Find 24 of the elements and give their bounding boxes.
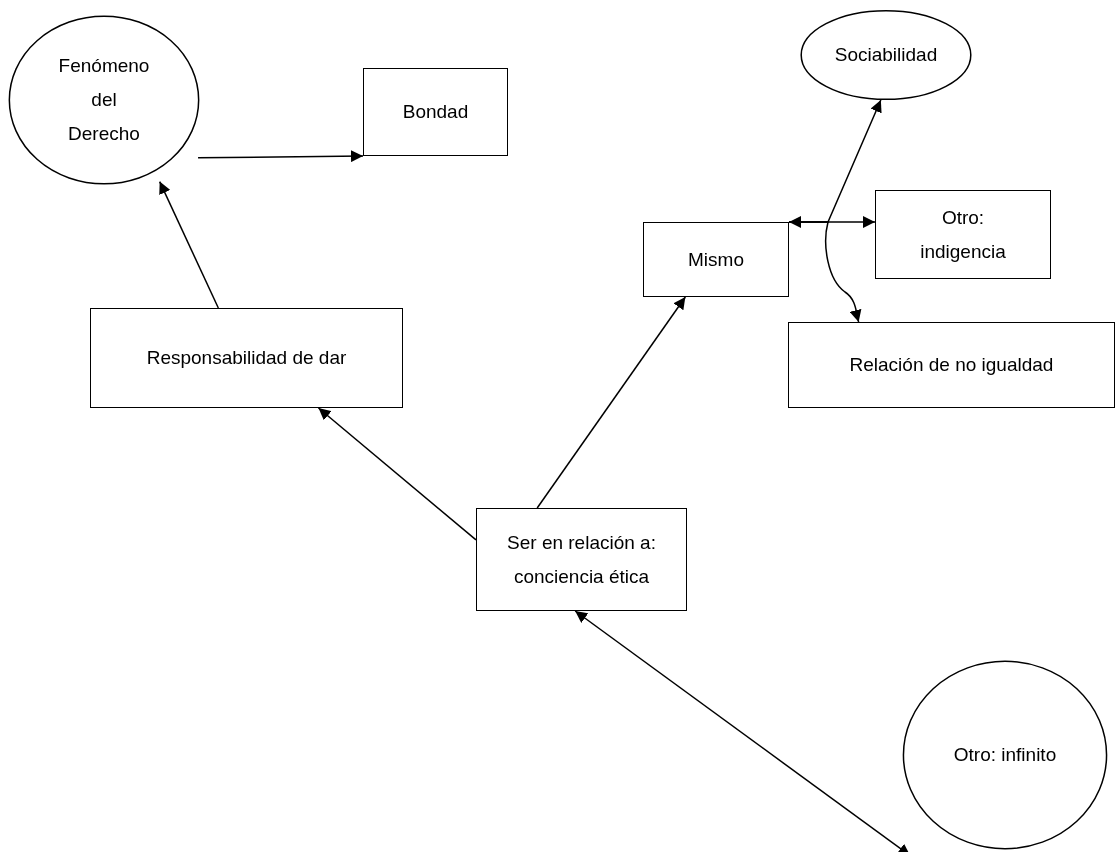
concept-label: Relación de no igualdad <box>849 353 1054 377</box>
concept-box <box>363 68 508 156</box>
arrow <box>158 180 220 309</box>
arrow <box>574 610 911 852</box>
concept-label: Mismo <box>688 247 744 272</box>
ellipse-node <box>902 660 1108 850</box>
arrow <box>317 407 477 541</box>
concept-label: Ser en relación a: conciencia ética <box>506 530 657 589</box>
concept-label: Otro: infinito <box>953 743 1057 767</box>
concept-label: Sociabilidad <box>834 43 938 67</box>
concept-box <box>788 322 1115 408</box>
concept-label: Responsabilidad de dar <box>146 346 347 370</box>
concept-box <box>476 508 687 611</box>
ellipse-node <box>8 15 200 185</box>
arrow <box>197 150 364 163</box>
concept-box <box>643 222 789 297</box>
concept-label: Otro: indigencia <box>919 205 1007 264</box>
ellipse-node <box>800 10 972 100</box>
arrow <box>788 221 862 323</box>
concept-label: Bondad <box>402 100 469 124</box>
arrow <box>536 296 687 509</box>
concept-box <box>875 190 1051 279</box>
concept-label: Fenómeno del Derecho <box>58 54 150 146</box>
concept-box <box>90 308 403 408</box>
